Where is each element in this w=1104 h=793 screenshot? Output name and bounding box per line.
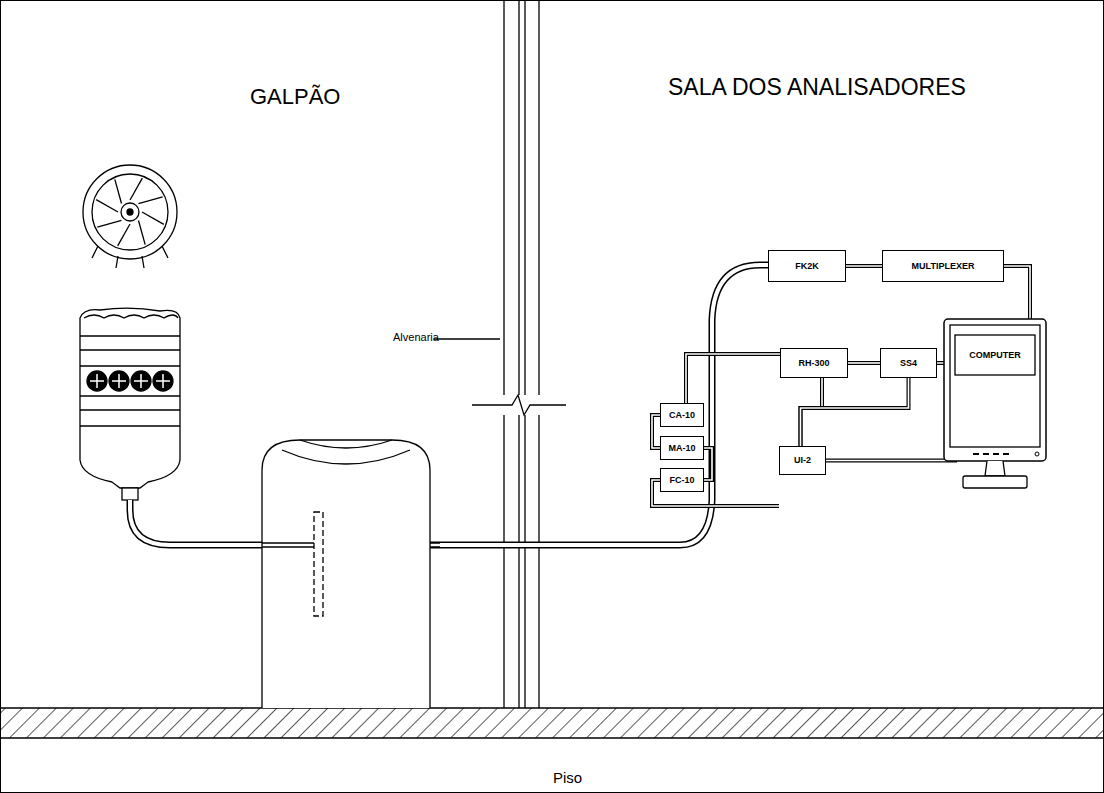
- signal-cable: [801, 378, 823, 446]
- analyzer-box: FC-10: [660, 468, 704, 492]
- computer-monitor: COMPUTER: [943, 318, 1047, 492]
- multiplexer-box: MULTIPLEXER: [882, 250, 1004, 282]
- box-label: MULTIPLEXER: [912, 262, 975, 271]
- signal-cable: [801, 378, 909, 446]
- box-label: CA-10: [669, 411, 695, 420]
- signal-cable: [848, 363, 880, 364]
- analyzer-box: SS4: [880, 348, 937, 378]
- analyzer-box: CA-10: [660, 403, 704, 427]
- signal-cable: [704, 448, 712, 480]
- fan: [83, 165, 177, 268]
- room-label: GALPÃO: [250, 86, 340, 108]
- box-label: MA-10: [668, 444, 695, 453]
- wall-label: Alvenaria: [393, 332, 439, 343]
- wall: [434, 1, 566, 708]
- signal-cable: [686, 354, 780, 403]
- box-label: COMPUTER: [955, 351, 1035, 360]
- analyzer-box: RH-300: [780, 348, 848, 378]
- box-label: FK2K: [795, 262, 819, 271]
- monitor-outline: [943, 318, 1047, 492]
- bottle: [80, 308, 180, 500]
- tube: [130, 265, 768, 545]
- signal-cable: [826, 460, 957, 461]
- signal-cable: [846, 266, 882, 267]
- box-label: SS4: [900, 359, 917, 368]
- box-label: RH-300: [798, 359, 829, 368]
- box-label: FC-10: [669, 476, 694, 485]
- floor-label: Piso: [553, 770, 582, 785]
- room-label: SALA DOS ANALISADORES: [668, 76, 966, 99]
- interface-box: UI-2: [779, 446, 826, 475]
- analyzer-box: MA-10: [660, 436, 704, 460]
- floor: [1, 708, 1103, 738]
- box-label: UI-2: [794, 456, 811, 465]
- signal-cable: [652, 415, 660, 448]
- analyzer-box: FK2K: [768, 250, 846, 282]
- tank: [262, 440, 440, 708]
